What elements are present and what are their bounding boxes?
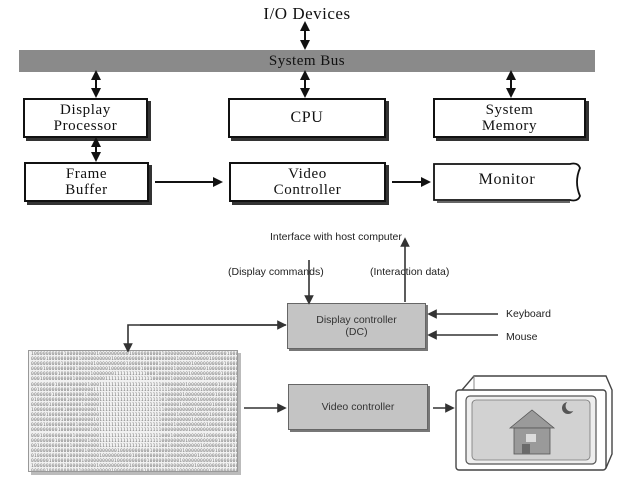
system-bus: System Bus	[19, 50, 595, 72]
frame-buffer-line1: Frame	[65, 166, 108, 182]
display-controller-line1: Display controller	[316, 314, 397, 326]
display-commands-label: (Display commands)	[228, 266, 324, 278]
frame-buffer-line2: Buffer	[65, 182, 108, 198]
frame-buffer-box: Frame Buffer	[24, 162, 149, 202]
video-controller-2-label: Video controller	[321, 401, 395, 413]
display-controller-box: Display controller (DC)	[287, 303, 426, 349]
system-memory-line1: System	[485, 102, 534, 118]
display-processor-line2: Processor	[53, 118, 118, 134]
keyboard-label: Keyboard	[506, 308, 551, 320]
video-controller-line1: Video	[288, 166, 327, 182]
system-bus-label: System Bus	[268, 53, 346, 69]
interaction-data-label: (Interaction data)	[370, 266, 450, 278]
video-controller-2-box: Video controller	[288, 384, 428, 430]
monitor-shape	[433, 162, 581, 203]
bottom-arrows	[123, 237, 498, 413]
cpu-box: CPU	[228, 98, 386, 138]
top-arrows	[91, 21, 516, 187]
cpu-label: CPU	[290, 109, 324, 126]
display-processor-line1: Display	[60, 102, 111, 118]
mouse-label: Mouse	[506, 331, 538, 343]
io-devices-label: I/O Devices	[263, 4, 351, 23]
display-controller-line2: (DC)	[345, 326, 368, 338]
video-controller-box: Video Controller	[229, 162, 386, 202]
arrow-dc-to-buffer	[123, 324, 286, 353]
interface-host-label: Interface with host computer	[270, 231, 402, 243]
video-controller-line2: Controller	[273, 182, 342, 198]
house-icon	[508, 409, 556, 455]
system-memory-line2: Memory	[481, 118, 538, 134]
display-processor-box: Display Processor	[23, 98, 148, 138]
moon-icon	[562, 400, 577, 414]
frame-buffer-bit-grid: 1000000000010000000000100000000001000000…	[28, 350, 238, 472]
monitor-label: Monitor	[478, 171, 536, 188]
crt-monitor-illustration	[455, 375, 613, 471]
system-memory-box: System Memory	[433, 98, 586, 138]
